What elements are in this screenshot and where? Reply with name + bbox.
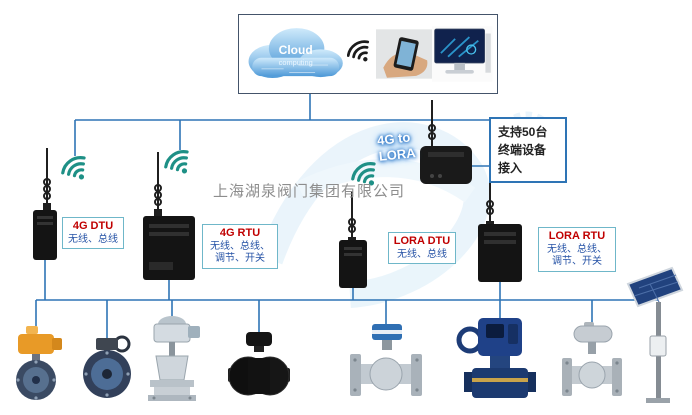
solar-power-pole (626, 266, 684, 403)
cloud-computing-icon: Cloud computing (248, 28, 343, 79)
wifi-icon (61, 156, 86, 180)
computer-monitor-photo (432, 26, 493, 82)
callout-line2: 终端设备 (498, 143, 547, 157)
label-lora-rtu-desc1: 无线、总线、 (547, 243, 607, 255)
control-center-panel: Cloud computing (238, 14, 498, 94)
label-4g-rtu-desc1: 无线、总线、 (210, 240, 270, 252)
device-4g-dtu (33, 210, 57, 260)
label-lora-rtu-desc2: 调节、开关 (552, 256, 602, 268)
label-4g-dtu: 4G DTU 无线、总线 (62, 217, 124, 250)
device-lora-rtu (478, 224, 522, 282)
wifi-icon (164, 150, 189, 174)
label-4g-rtu-title: 4G RTU (219, 227, 261, 239)
callout-line3: 接入 (498, 161, 523, 175)
company-watermark: 上海湖泉阀门集团有限公司 (213, 183, 406, 200)
label-lora-rtu-title: LORA RTU (548, 230, 606, 242)
valve-stainless-ball (562, 322, 622, 396)
device-4g-rtu (143, 216, 195, 280)
label-lora-rtu: LORA RTU 无线、总线、 调节、开关 (538, 227, 616, 272)
valve-black-ball (228, 332, 290, 396)
label-lora-dtu: LORA DTU 无线、总线 (388, 232, 456, 265)
label-4g-dtu-desc: 无线、总线 (68, 233, 118, 245)
device-lora-dtu (339, 240, 367, 288)
label-4g-dtu-title: 4G DTU (72, 220, 114, 232)
phone-in-hand-photo (375, 29, 433, 79)
callout-line1: 支持50台 (498, 125, 548, 139)
device-4g-lora-gateway (420, 146, 472, 184)
terminal-capacity-callout: 支持50台 终端设备 接入 (489, 117, 567, 183)
gateway-4g-to-lora-label: 4G to LORA (376, 129, 416, 165)
connection-wires (35, 94, 658, 340)
label-lora-dtu-desc: 无线、总线 (397, 248, 447, 260)
antenna-icon (428, 100, 436, 148)
label-4g-rtu-desc2: 调节、开关 (215, 253, 265, 265)
valve-electric-butterfly (16, 326, 62, 400)
valve-butterfly-gear (83, 335, 131, 398)
cloud-subtitle: computing (279, 58, 313, 67)
wifi-icon (351, 162, 376, 186)
valve-electric-gate (148, 316, 200, 401)
cloud-title: Cloud (279, 43, 313, 57)
label-4g-rtu: 4G RTU 无线、总线、 调节、开关 (202, 224, 278, 269)
valve-flanged-ball-blue-actuator (350, 324, 422, 396)
wifi-icon (346, 40, 369, 62)
antenna-icon (43, 148, 51, 213)
valve-blue-electric-actuator (456, 318, 536, 398)
label-lora-dtu-title: LORA DTU (393, 235, 451, 247)
antenna-icon (154, 152, 162, 219)
